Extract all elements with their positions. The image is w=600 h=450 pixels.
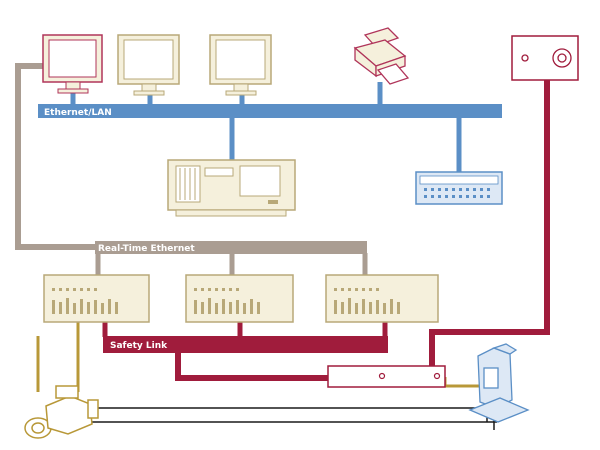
motor-cables (90, 388, 497, 430)
safety-link-label: Safety Link (110, 341, 168, 351)
realtime-drops (95, 253, 368, 275)
robot-icon[interactable] (468, 343, 530, 423)
ethernet-lan-bus (38, 104, 502, 118)
printer-icon[interactable] (353, 27, 410, 85)
safety-lines (175, 80, 550, 381)
lan-drops (70, 82, 462, 172)
ethernet-lan-label: Ethernet/LAN (44, 108, 112, 118)
safety-controller-icon[interactable] (327, 365, 446, 388)
monitor-icon[interactable] (42, 34, 103, 94)
industrial-pc-icon[interactable] (167, 159, 296, 217)
monitor-icon[interactable] (117, 34, 180, 96)
safety-link-bus (103, 336, 388, 353)
safety-drops (102, 322, 388, 337)
control-panel-icon[interactable] (415, 171, 503, 205)
io-module-icon[interactable] (43, 274, 150, 323)
servo-motor-icon[interactable] (24, 385, 99, 439)
io-module-icon[interactable] (325, 274, 439, 323)
safety-sensor-icon[interactable] (511, 35, 579, 81)
io-module-icon[interactable] (185, 274, 294, 323)
realtime-ethernet-label: Real-Time Ethernet (98, 244, 195, 254)
monitor-icon[interactable] (209, 34, 272, 96)
realtime-ethernet-bus (95, 241, 367, 254)
realtime-ethernet-lines (15, 63, 95, 250)
